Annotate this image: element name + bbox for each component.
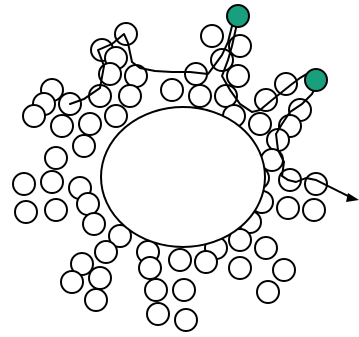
particle-circle (77, 193, 99, 215)
particle-circle (189, 85, 211, 107)
particle-circle (45, 147, 67, 169)
particle-circle (257, 281, 279, 303)
particle-circle (23, 105, 45, 127)
particle-circle (173, 279, 195, 301)
particle-circle (45, 199, 67, 221)
particle-circle (277, 197, 299, 219)
particle-circle (119, 85, 141, 107)
particle-circle (303, 199, 325, 221)
particle-circle (83, 213, 105, 235)
particle-circle (139, 257, 161, 279)
particle-circle (255, 237, 277, 259)
particle-circle (227, 65, 249, 87)
particle-circle (95, 241, 117, 263)
particle-circle (175, 309, 197, 331)
particle-circle (229, 257, 251, 279)
particle-circle (255, 89, 277, 111)
particle-circle (105, 105, 127, 127)
particle-circle (273, 259, 295, 281)
particle-circle (85, 289, 107, 311)
particle-circle (115, 23, 137, 45)
particle-circle (161, 79, 183, 101)
highlighted-particle (227, 5, 249, 27)
particle-circle (61, 271, 83, 293)
particle-circle (249, 113, 271, 135)
particle-circle (147, 303, 169, 325)
particle-circle (169, 249, 191, 271)
particle-circle (89, 267, 111, 289)
particle-circle (13, 173, 35, 195)
arrowhead (346, 193, 359, 202)
particle-circle (195, 251, 217, 273)
highlighted-particle (305, 69, 327, 91)
particle-circle (275, 73, 297, 95)
central-core-circle (101, 107, 265, 247)
particle-circle (201, 25, 223, 47)
particle-circle (73, 135, 95, 157)
particle-circle (79, 113, 101, 135)
particle-circle (41, 171, 63, 193)
particle-circle (145, 279, 167, 301)
particle-circle (51, 115, 73, 137)
particle-circle (15, 201, 37, 223)
